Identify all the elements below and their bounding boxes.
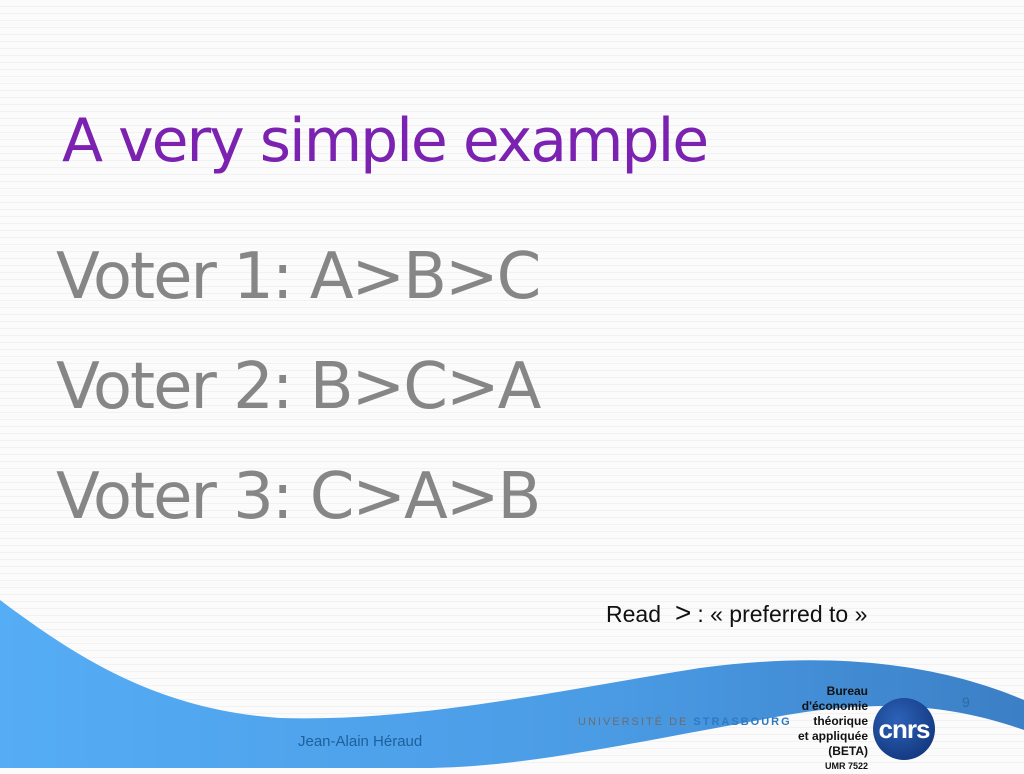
beta-line: (BETA) — [828, 744, 868, 758]
footer-author: Jean-Alain Héraud — [298, 733, 423, 750]
university-strasbourg-logo: UNIVERSITÉ DE STRASBOURG — [578, 716, 792, 728]
note-suffix: : « preferred to » — [697, 601, 868, 627]
voter-3-preference: Voter 3: C>A>B — [56, 460, 541, 534]
reading-note: Read >: « preferred to » — [606, 597, 867, 629]
slide-title: A very simple example — [62, 106, 709, 176]
beta-line: Bureau — [826, 684, 868, 698]
beta-line: d'économie — [801, 699, 868, 713]
beta-umr: UMR 7522 — [824, 761, 868, 771]
beta-logo: Bureau d'économie théorique et appliquée… — [790, 684, 868, 774]
voter-2-preference: Voter 2: B>C>A — [56, 350, 541, 424]
page-number: 9 — [962, 694, 970, 710]
voter-1-preference: Voter 1: A>B>C — [56, 240, 541, 314]
note-symbol: > — [674, 597, 692, 628]
note-prefix: Read — [606, 601, 661, 627]
cnrs-logo: cnrs — [873, 698, 935, 760]
beta-line: et appliquée — [797, 729, 868, 743]
beta-line: théorique — [813, 714, 868, 728]
logo-text-left: UNIVERSITÉ DE — [578, 716, 689, 728]
logo-text-right: STRASBOURG — [693, 716, 792, 728]
